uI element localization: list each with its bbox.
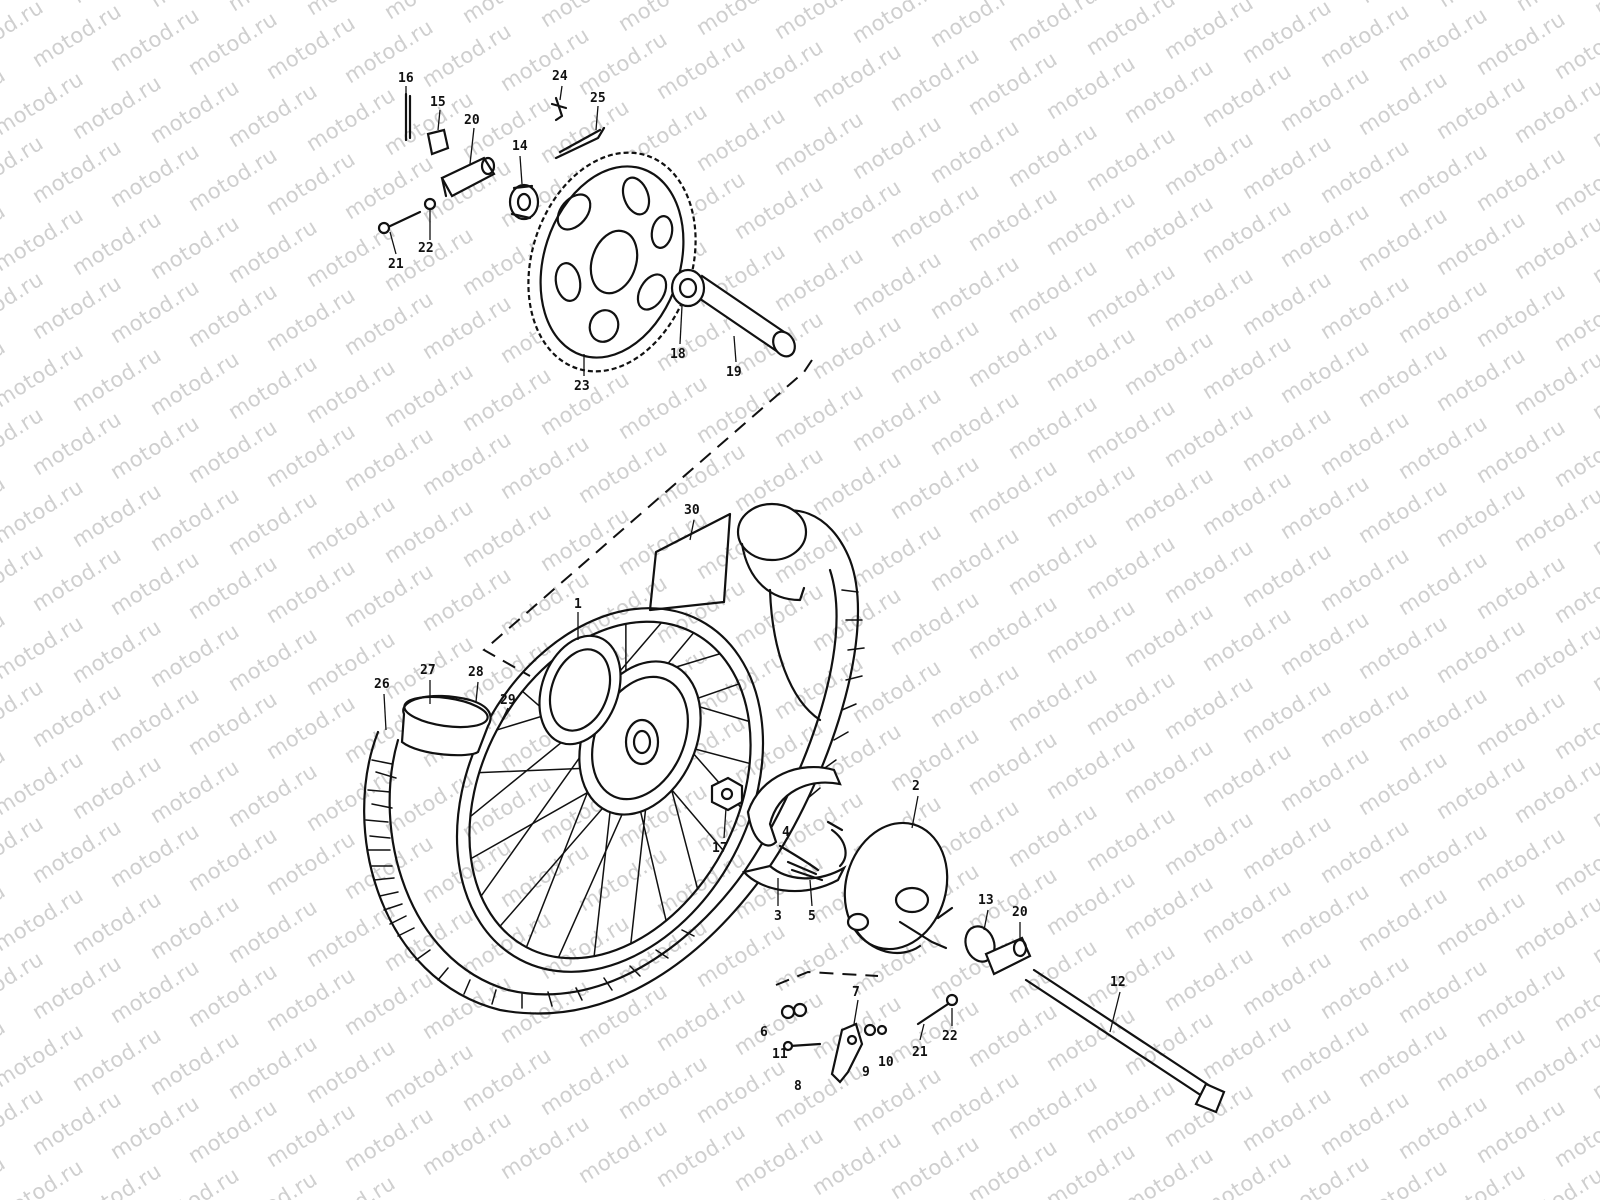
label-13: 13 bbox=[978, 893, 994, 908]
washer-22-top bbox=[423, 197, 437, 211]
brake-panel bbox=[843, 821, 954, 954]
assembly-guide-line bbox=[482, 359, 813, 677]
watermark-text: motod.ru bbox=[1276, 1151, 1374, 1200]
label-7: 7 bbox=[852, 985, 860, 1000]
label-10: 10 bbox=[878, 1055, 894, 1070]
watermark-text: motod.ru bbox=[0, 1155, 88, 1200]
label-22-bottom: 22 bbox=[942, 1029, 958, 1044]
bolt-head-21-top bbox=[377, 221, 391, 235]
chain-adjuster-right bbox=[964, 925, 1032, 976]
watermark-text: motod.ru bbox=[0, 0, 88, 4]
label-19: 19 bbox=[726, 365, 742, 380]
label-27: 27 bbox=[420, 663, 436, 678]
label-20-right: 20 bbox=[1012, 905, 1028, 920]
brake-shoe-assembly bbox=[741, 765, 847, 893]
watermark-text: motod.ru bbox=[68, 1159, 166, 1200]
label-6: 6 bbox=[760, 1025, 768, 1040]
chain-adjuster-left bbox=[440, 156, 496, 198]
label-1: 1 bbox=[574, 597, 582, 612]
sprocket-assembly bbox=[377, 92, 796, 373]
leader-lines bbox=[383, 85, 1121, 1041]
label-20-top: 20 bbox=[464, 113, 480, 128]
watermark-text: motod.ru bbox=[1354, 1155, 1452, 1200]
inner-tube bbox=[400, 694, 492, 757]
axle-sleeve bbox=[670, 268, 796, 358]
watermark-text: motod.ru bbox=[1198, 1147, 1296, 1200]
label-14: 14 bbox=[512, 139, 528, 154]
hub-nut-17 bbox=[710, 776, 744, 812]
label-15: 15 bbox=[430, 95, 446, 110]
tire-tread bbox=[365, 589, 865, 1009]
label-23: 23 bbox=[574, 379, 590, 394]
label-5: 5 bbox=[808, 909, 816, 924]
label-9: 9 bbox=[862, 1065, 870, 1080]
cotter-pin-16 bbox=[404, 92, 412, 142]
tire bbox=[363, 509, 859, 1015]
label-16: 16 bbox=[398, 71, 414, 86]
label-21-top: 21 bbox=[388, 257, 404, 272]
label-18: 18 bbox=[670, 347, 686, 362]
rear-axle bbox=[1024, 968, 1226, 1114]
watermark-text: motod.ru bbox=[1590, 0, 1600, 20]
spoke bbox=[525, 764, 599, 948]
valve-top bbox=[736, 502, 822, 722]
label-12: 12 bbox=[1110, 975, 1126, 990]
label-3: 3 bbox=[774, 909, 782, 924]
brake-arm-parts bbox=[780, 993, 959, 1084]
label-21-bottom: 21 bbox=[912, 1045, 928, 1060]
rear-wheel bbox=[363, 502, 865, 1015]
label-22-top: 22 bbox=[418, 241, 434, 256]
label-30: 30 bbox=[684, 503, 700, 518]
label-25: 25 bbox=[590, 91, 606, 106]
bracket-24 bbox=[550, 96, 568, 122]
hub bbox=[538, 634, 702, 816]
assembly-guide-line-lower bbox=[775, 970, 879, 986]
info-panel-30 bbox=[648, 512, 732, 612]
watermark-text: motod.ru bbox=[1432, 1159, 1530, 1200]
nut-15 bbox=[426, 128, 450, 156]
label-2: 2 bbox=[912, 779, 920, 794]
label-24: 24 bbox=[552, 69, 568, 84]
label-4: 4 bbox=[782, 825, 790, 840]
watermark-text: motod.ru bbox=[0, 1151, 10, 1200]
label-8: 8 bbox=[794, 1079, 802, 1094]
label-26: 26 bbox=[374, 677, 390, 692]
spacer-collar bbox=[508, 183, 540, 221]
label-17: 17 bbox=[712, 841, 728, 856]
label-28: 28 bbox=[468, 665, 484, 680]
bolt-21-top bbox=[384, 210, 422, 230]
spoke bbox=[480, 744, 589, 897]
plate-25 bbox=[554, 126, 606, 160]
part-labels: 16 15 20 24 25 14 21 22 18 19 23 30 1 26… bbox=[374, 69, 1126, 1094]
label-11: 11 bbox=[772, 1047, 788, 1062]
label-29: 29 bbox=[500, 693, 516, 708]
